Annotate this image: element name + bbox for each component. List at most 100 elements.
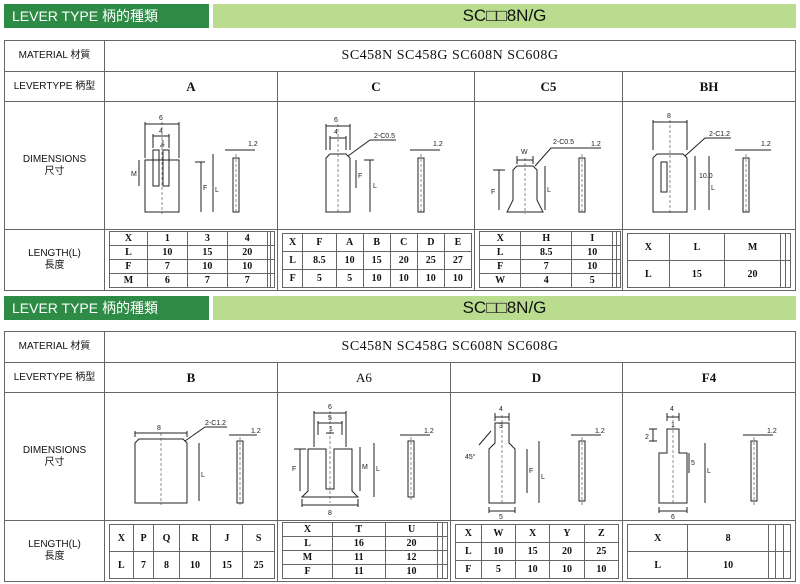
svg-text:F: F bbox=[358, 173, 362, 180]
svg-text:1.2: 1.2 bbox=[595, 428, 605, 435]
top-material-row: MATERIAL 材質 SC458N SC458G SC608N SC608G bbox=[5, 41, 795, 71]
svg-text:8: 8 bbox=[328, 510, 332, 517]
length-table-cell: 3 bbox=[186, 231, 228, 246]
bottom-material-value: SC458N SC458G SC608N SC608G bbox=[341, 339, 559, 354]
length-table-cell bbox=[775, 551, 784, 579]
length-table-cell: L bbox=[281, 536, 334, 551]
svg-text:2-C1.2: 2-C1.2 bbox=[709, 131, 730, 138]
length-table-cell: 7 bbox=[132, 551, 155, 579]
length-table-cell bbox=[270, 231, 275, 246]
length-table-cell: 15 bbox=[186, 245, 228, 260]
top-material-value: SC458N SC458G SC608N SC608G bbox=[341, 48, 559, 63]
svg-text:4: 4 bbox=[159, 128, 163, 135]
svg-text:M: M bbox=[131, 171, 137, 178]
length-table-cell: L bbox=[109, 551, 134, 579]
length-table-cell: 8.5 bbox=[302, 251, 337, 270]
length-table-cell bbox=[270, 273, 275, 288]
length-table-cell: 10 bbox=[178, 551, 212, 579]
length-table-cell: S bbox=[242, 524, 275, 552]
length-table-cell: 10 bbox=[571, 259, 614, 274]
svg-text:L: L bbox=[215, 187, 219, 194]
length-table-cell: 1 bbox=[146, 231, 188, 246]
svg-text:1.2: 1.2 bbox=[424, 428, 434, 435]
length-table-cell: X bbox=[109, 524, 134, 552]
length-table-cell bbox=[616, 273, 621, 288]
length-table-cell: 25 bbox=[416, 251, 445, 270]
svg-text:2-C0.5: 2-C0.5 bbox=[553, 139, 574, 146]
length-table-cell: 15 bbox=[514, 542, 551, 561]
bottom-spec-table: MATERIAL 材質 SC458N SC458G SC608N SC608G … bbox=[4, 331, 796, 582]
bottom-banner: LEVER TYPE 柄的種類 SC□□8N/G bbox=[4, 296, 796, 320]
svg-text:W: W bbox=[521, 149, 528, 156]
length-table-cell: 5 bbox=[480, 560, 517, 579]
svg-text:6: 6 bbox=[328, 404, 332, 411]
top-length-label: LENGTH(L)長度 bbox=[5, 230, 105, 290]
length-table-cell: 6 bbox=[146, 273, 188, 288]
svg-text:1: 1 bbox=[671, 422, 675, 429]
type-d-diagram: 4 3 45° F L 5 1.2 bbox=[465, 406, 605, 521]
length-table-cell: 12 bbox=[384, 550, 439, 565]
length-table-cell: F bbox=[478, 259, 522, 274]
length-table-cell: 25 bbox=[583, 542, 620, 561]
type-bh-name: BH bbox=[699, 78, 719, 94]
svg-text:L: L bbox=[373, 183, 377, 190]
length-table-cell: M bbox=[281, 550, 334, 565]
svg-text:1.2: 1.2 bbox=[767, 428, 777, 435]
type-c-diagram: 6 4 2-C0.5 F L 1.2 bbox=[325, 117, 443, 214]
svg-text:5: 5 bbox=[499, 514, 503, 521]
length-table-cell: L bbox=[281, 251, 304, 270]
length-table-cell: 20 bbox=[724, 260, 781, 288]
length-table-cell bbox=[442, 564, 448, 579]
length-table-cell bbox=[784, 233, 792, 261]
length-table-cell: 10 bbox=[583, 560, 620, 579]
svg-text:4: 4 bbox=[334, 129, 338, 136]
length-table-cell: E bbox=[443, 233, 473, 252]
length-table-cell: J bbox=[210, 524, 244, 552]
svg-text:L: L bbox=[376, 466, 380, 473]
length-table-cell: 10 bbox=[362, 269, 391, 288]
length-table-cell: M bbox=[724, 233, 781, 261]
length-table-cell bbox=[270, 259, 275, 274]
svg-text:5: 5 bbox=[691, 460, 695, 467]
svg-text:F: F bbox=[292, 466, 296, 473]
length-table-cell: R bbox=[178, 524, 212, 552]
type-c5-name: C5 bbox=[475, 72, 623, 101]
length-table-cell: 8 bbox=[153, 551, 180, 579]
svg-text:5: 5 bbox=[328, 415, 332, 422]
length-table-cell: L bbox=[455, 542, 482, 561]
type-c-drawing: 6 4 2-C0.5 F L 1.2 bbox=[278, 102, 475, 229]
length-table-cell: 4 bbox=[520, 273, 573, 288]
top-levertype-label: LEVERTYPE 柄型 bbox=[5, 72, 105, 101]
length-table-cell: M bbox=[109, 273, 148, 288]
length-table-cell: L bbox=[627, 260, 670, 288]
length-table-cell: 11 bbox=[332, 550, 386, 565]
length-table-cell: 25 bbox=[242, 551, 275, 579]
type-bh-diagram: 8 2-C1.2 10.0 L 1.2 bbox=[652, 113, 771, 214]
length-table-cell: 11 bbox=[332, 564, 386, 579]
length-table-cell: 5 bbox=[335, 269, 364, 288]
length-table-cell: L bbox=[668, 233, 726, 261]
type-a6-name: A6 bbox=[278, 363, 451, 392]
length-table-cell: 7 bbox=[226, 273, 268, 288]
length-table-cell: 10 bbox=[384, 564, 439, 579]
